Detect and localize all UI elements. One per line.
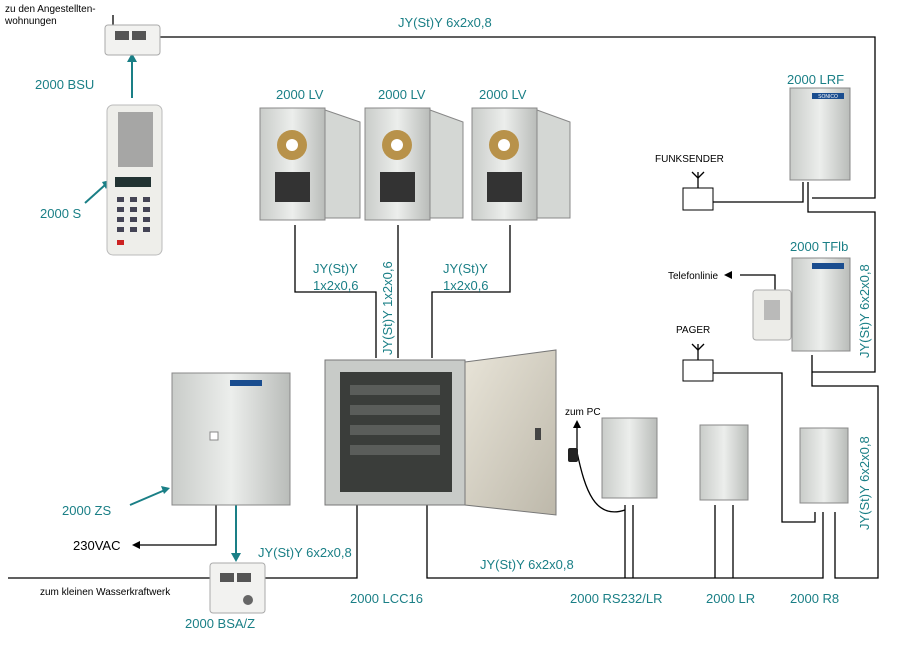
cable-label-bottom-mid: JY(St)Y 6x2x0,8 [480, 557, 574, 572]
cable-label-lv-right-2: 1x2x0,6 [443, 278, 489, 293]
label-angestellten-2: wohnungen [4, 16, 57, 27]
wire-pager [713, 372, 816, 523]
label-tflb: 2000 TFlb [790, 239, 848, 254]
label-funksender: FUNKSENDER [655, 154, 724, 165]
wire-lrf-tflb [807, 182, 876, 373]
r8-device [799, 427, 849, 504]
cable-label-right-lower: JY(St)Y 6x2x0,8 [857, 436, 872, 530]
label-angestellten-1: zu den Angestellten- [5, 4, 96, 15]
label-230vac: 230VAC [73, 538, 120, 553]
label-pager: PAGER [676, 325, 710, 336]
label-zum-pc: zum PC [565, 407, 601, 418]
lv-device-2 [364, 107, 464, 221]
wires [8, 15, 879, 579]
cable-label-top: JY(St)Y 6x2x0,8 [398, 15, 492, 30]
wire-lv3 [431, 225, 511, 358]
label-bsaz: 2000 BSA/Z [185, 616, 255, 631]
wire-tflb-r8 [811, 355, 879, 579]
rs232-device [568, 417, 658, 499]
wire-pc-cable [576, 451, 626, 513]
bsaz-device [209, 562, 266, 614]
lv-device-1 [259, 107, 361, 221]
pager-box [682, 359, 714, 382]
label-lcc16: 2000 LCC16 [350, 591, 423, 606]
label-lv-3: 2000 LV [479, 87, 527, 102]
lr-device [699, 424, 749, 501]
label-bsu: 2000 BSU [35, 77, 94, 92]
label-lr: 2000 LR [706, 591, 755, 606]
wire-lv1 [294, 225, 377, 358]
label-lrf: 2000 LRF [787, 72, 844, 87]
wire-top-bus [160, 36, 876, 199]
funksender-box [682, 187, 714, 211]
zs-device [171, 372, 291, 506]
bsu-device [104, 24, 161, 56]
label-telefonlinie: Telefonlinie [668, 271, 718, 282]
tflb-device [791, 257, 851, 352]
lcc16-device [324, 349, 557, 516]
labels: zu den Angestellten- wohnungen 2000 BSU … [4, 4, 872, 631]
label-lv-2: 2000 LV [378, 87, 426, 102]
lv-device-3 [471, 107, 571, 221]
label-wasserkraft: zum kleinen Wasserkraftwerk [40, 587, 171, 598]
arrows [84, 53, 732, 562]
cable-label-bottom-left: JY(St)Y 6x2x0,8 [258, 545, 352, 560]
cable-label-right-upper: JY(St)Y 6x2x0,8 [857, 264, 872, 358]
cable-label-lv-mid: JY(St)Y 1x2x0,6 [380, 261, 395, 355]
lrf-device: SONICO [789, 87, 851, 181]
cable-label-lv-left-2: 1x2x0,6 [313, 278, 359, 293]
s-intercom-device [106, 104, 163, 256]
wire-bottom-left [8, 505, 358, 579]
label-zs: 2000 ZS [62, 503, 111, 518]
label-lv-1: 2000 LV [276, 87, 324, 102]
label-rs232: 2000 RS232/LR [570, 591, 663, 606]
lrf-brand-label: SONICO [818, 94, 838, 100]
label-r8: 2000 R8 [790, 591, 839, 606]
cable-label-lv-left-1: JY(St)Y [313, 261, 358, 276]
cable-label-lv-right-1: JY(St)Y [443, 261, 488, 276]
telephone-keypad-device [752, 289, 792, 341]
wire-funksender [713, 182, 804, 203]
label-s: 2000 S [40, 206, 82, 221]
